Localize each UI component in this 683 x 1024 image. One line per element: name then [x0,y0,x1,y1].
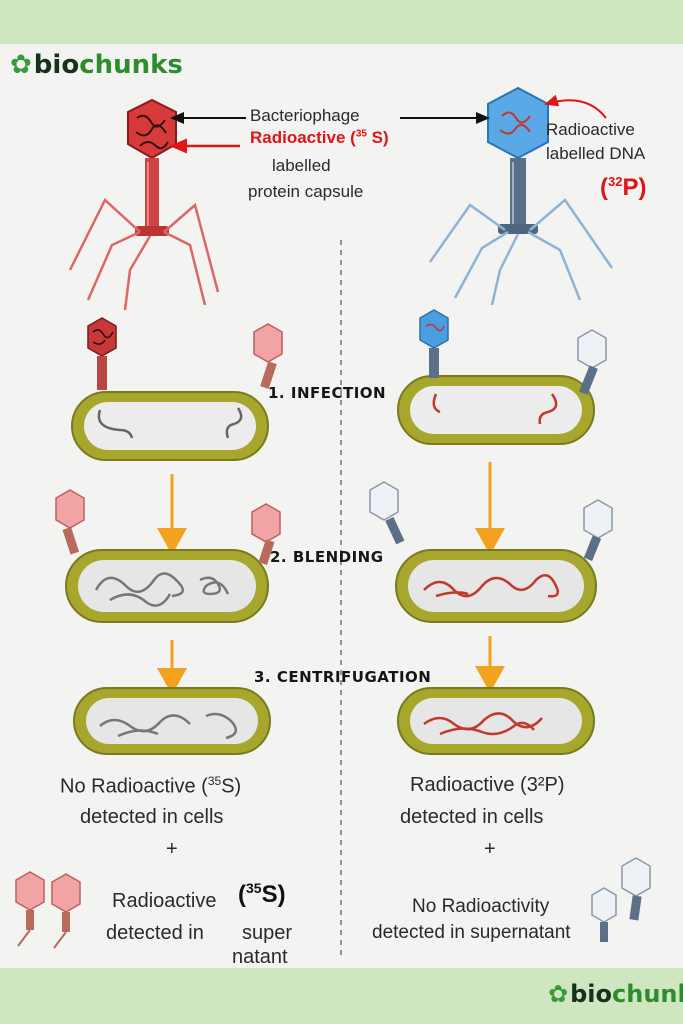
result-right-cells-2: detected in cells [400,806,544,828]
leaf-icon: ✿ [548,980,569,1008]
label-radioactive-dna-1: Radioactive [546,120,635,139]
result-left-cells-pre: No Radioactive ( [60,775,208,798]
label-radioactive-s35-sup: 35 [355,128,367,140]
label-p32-sup: 32 [608,174,623,189]
label-labelled: labelled [272,156,331,175]
label-p32: (32P) [600,174,646,202]
brand-chunks: chunks [79,50,183,80]
pink-phage-blend-left-icon [55,489,85,555]
cell-blending-left [65,549,269,623]
result-right-super-2: detected in supernatant [372,922,571,943]
pink-phage-small-infect-icon [253,323,283,389]
empty-phage-blend-left-icon [369,481,405,545]
result-right-plus: + [484,838,496,860]
step-centrifugation: 3. CENTRIFUGATION [254,668,432,686]
result-left-super-s35-pre: ( [238,881,246,908]
result-left-cells-post: S) [221,775,242,798]
blue-phage-small-infect-icon [419,309,449,378]
brand-bio: bio [33,50,80,80]
cell-infection-right [397,375,595,445]
result-left-cells-1: No Radioactive (35S) [60,774,241,799]
cell-blending-right [395,549,597,623]
label-bacteriophage: Bacteriophage [250,106,360,125]
label-p32-post: P) [622,174,647,201]
label-radioactive-s35-post: S) [366,128,389,147]
brand-chunks: chunks [612,980,683,1008]
result-left-super-1: Radioactive [112,890,217,912]
step-blending: 2. BLENDING [270,548,384,566]
label-radioactive-s35-pre: Radioactive ( [250,128,356,147]
result-left-super-4: natant [232,946,288,968]
label-radioactive-dna-2: labelled DNA [546,144,646,163]
label-p32-pre: ( [600,174,608,201]
result-right-super-1: No Radioactivity [412,896,550,917]
blue-phage-large-icon [428,86,614,306]
result-left-super-s35-sup: 35 [246,880,262,896]
result-left-cells-2: detected in cells [80,806,224,828]
red-phage-large-icon [68,98,220,311]
empty-phages-supernatant-icon [591,857,651,942]
result-left-cells-sup: 35 [207,774,222,788]
cell-infection-left [71,391,269,461]
top-band [0,0,683,44]
brand-bio: bio [570,980,613,1008]
cell-centrifugation-left [73,687,271,755]
red-phage-small-infect-icon [87,317,117,390]
label-protein-capsule: protein capsule [248,182,364,201]
empty-phage-small-infect-icon [577,329,607,395]
result-left-super-s35-post: S) [261,881,286,908]
result-left-super-3: super [242,922,293,944]
leaf-icon: ✿ [10,50,32,80]
label-radioactive-s35: Radioactive (35 S) [250,128,389,148]
arrow-radioactive-dna [544,94,607,119]
empty-phage-blend-right-icon [583,499,613,561]
result-left-super-s35: (35S) [238,880,286,909]
pink-phage-blend-right-icon [251,503,281,565]
result-right-cells-1: Radioactive (3²P) [410,774,565,796]
step-infection: 1. INFECTION [268,384,387,402]
bottom-band [0,968,683,1024]
cell-centrifugation-right [397,687,595,755]
result-left-plus: + [166,838,178,860]
pink-phages-supernatant-icon [15,871,81,949]
result-left-super-2: detected in [106,922,204,944]
